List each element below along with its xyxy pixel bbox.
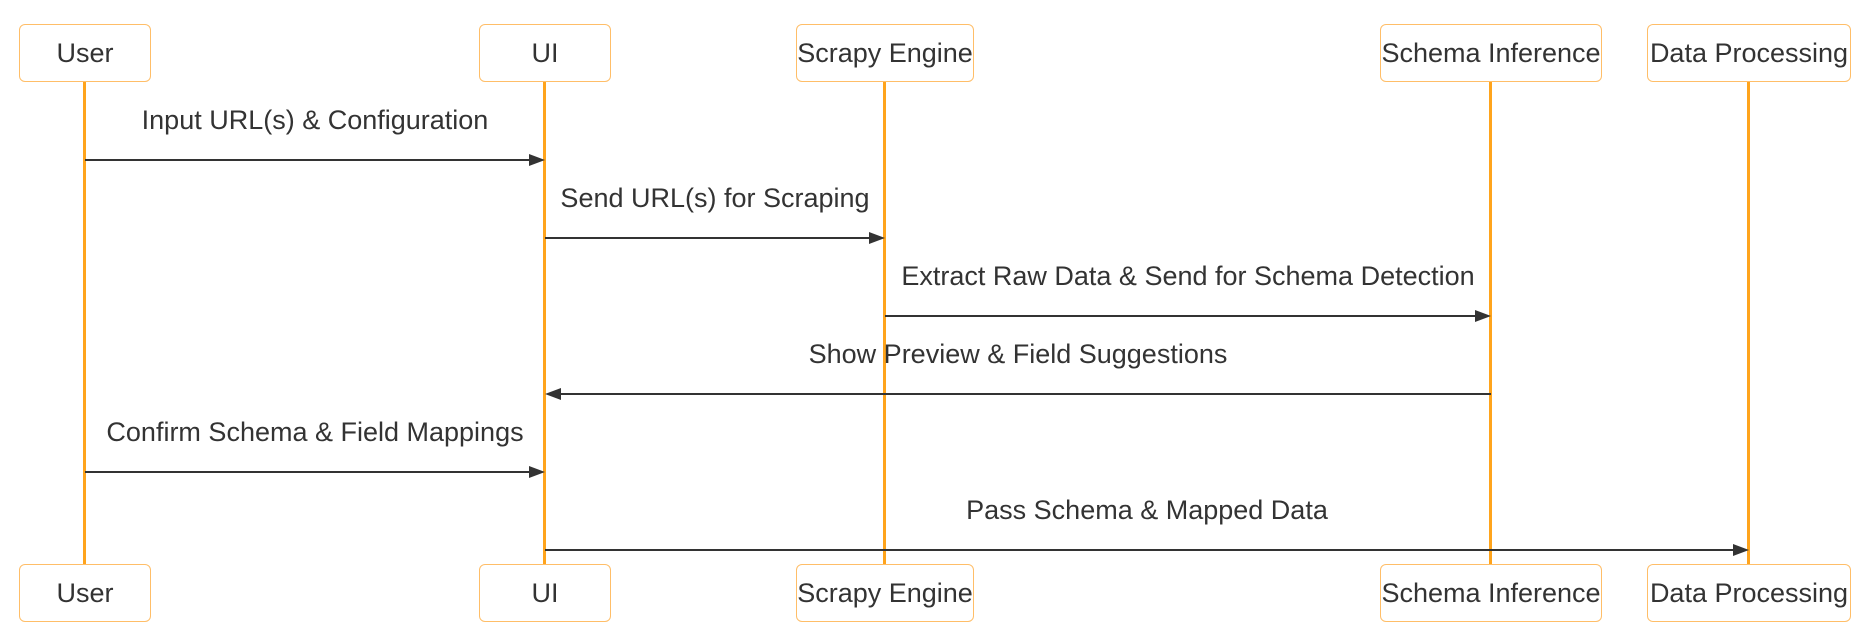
arrowhead-right-icon — [1733, 544, 1749, 556]
message-label-extract-raw-data: Extract Raw Data & Send for Schema Detec… — [901, 261, 1475, 291]
actor-label-scrapy-engine: Scrapy Engine — [797, 577, 973, 608]
actor-box-ui-bottom: UI — [479, 564, 611, 622]
message-label-confirm-schema: Confirm Schema & Field Mappings — [106, 417, 524, 447]
actor-box-scrapy-engine-top: Scrapy Engine — [796, 24, 974, 82]
actor-label-ui: UI — [531, 577, 559, 608]
message-label-show-preview: Show Preview & Field Suggestions — [808, 339, 1228, 369]
actor-label-data-processing: Data Processing — [1649, 577, 1849, 608]
actor-label-ui: UI — [531, 37, 559, 68]
message-line-extract-raw-data — [885, 315, 1475, 317]
lifeline-schema-inference — [1489, 82, 1492, 564]
actor-box-data-processing-top: Data Processing — [1647, 24, 1851, 82]
actor-label-user: User — [56, 577, 114, 608]
actor-box-schema-inference-top: Schema Inference — [1380, 24, 1602, 82]
message-label-input-urls: Input URL(s) & Configuration — [141, 105, 489, 135]
message-line-confirm-schema — [85, 471, 529, 473]
actor-label-schema-inference: Schema Inference — [1381, 577, 1601, 608]
actor-box-schema-inference-bottom: Schema Inference — [1380, 564, 1602, 622]
actor-label-data-processing: Data Processing — [1649, 37, 1849, 68]
lifeline-ui — [543, 82, 546, 564]
actor-box-data-processing-bottom: Data Processing — [1647, 564, 1851, 622]
arrowhead-right-icon — [529, 154, 545, 166]
message-line-input-urls — [85, 159, 529, 161]
lifeline-data-processing — [1747, 82, 1750, 564]
actor-box-user-bottom: User — [19, 564, 151, 622]
lifeline-user — [83, 82, 86, 564]
actor-box-user-top: User — [19, 24, 151, 82]
message-line-send-urls — [545, 237, 869, 239]
arrowhead-left-icon — [545, 388, 561, 400]
actor-box-ui-top: UI — [479, 24, 611, 82]
message-line-pass-schema — [545, 549, 1733, 551]
message-label-pass-schema: Pass Schema & Mapped Data — [966, 495, 1328, 525]
arrowhead-right-icon — [529, 466, 545, 478]
arrowhead-right-icon — [869, 232, 885, 244]
arrowhead-right-icon — [1475, 310, 1491, 322]
message-line-show-preview — [561, 393, 1491, 395]
actor-label-scrapy-engine: Scrapy Engine — [797, 37, 973, 68]
actor-label-schema-inference: Schema Inference — [1381, 37, 1601, 68]
lifeline-scrapy-engine — [883, 82, 886, 564]
message-label-send-urls: Send URL(s) for Scraping — [560, 183, 870, 213]
actor-label-user: User — [56, 37, 114, 68]
actor-box-scrapy-engine-bottom: Scrapy Engine — [796, 564, 974, 622]
